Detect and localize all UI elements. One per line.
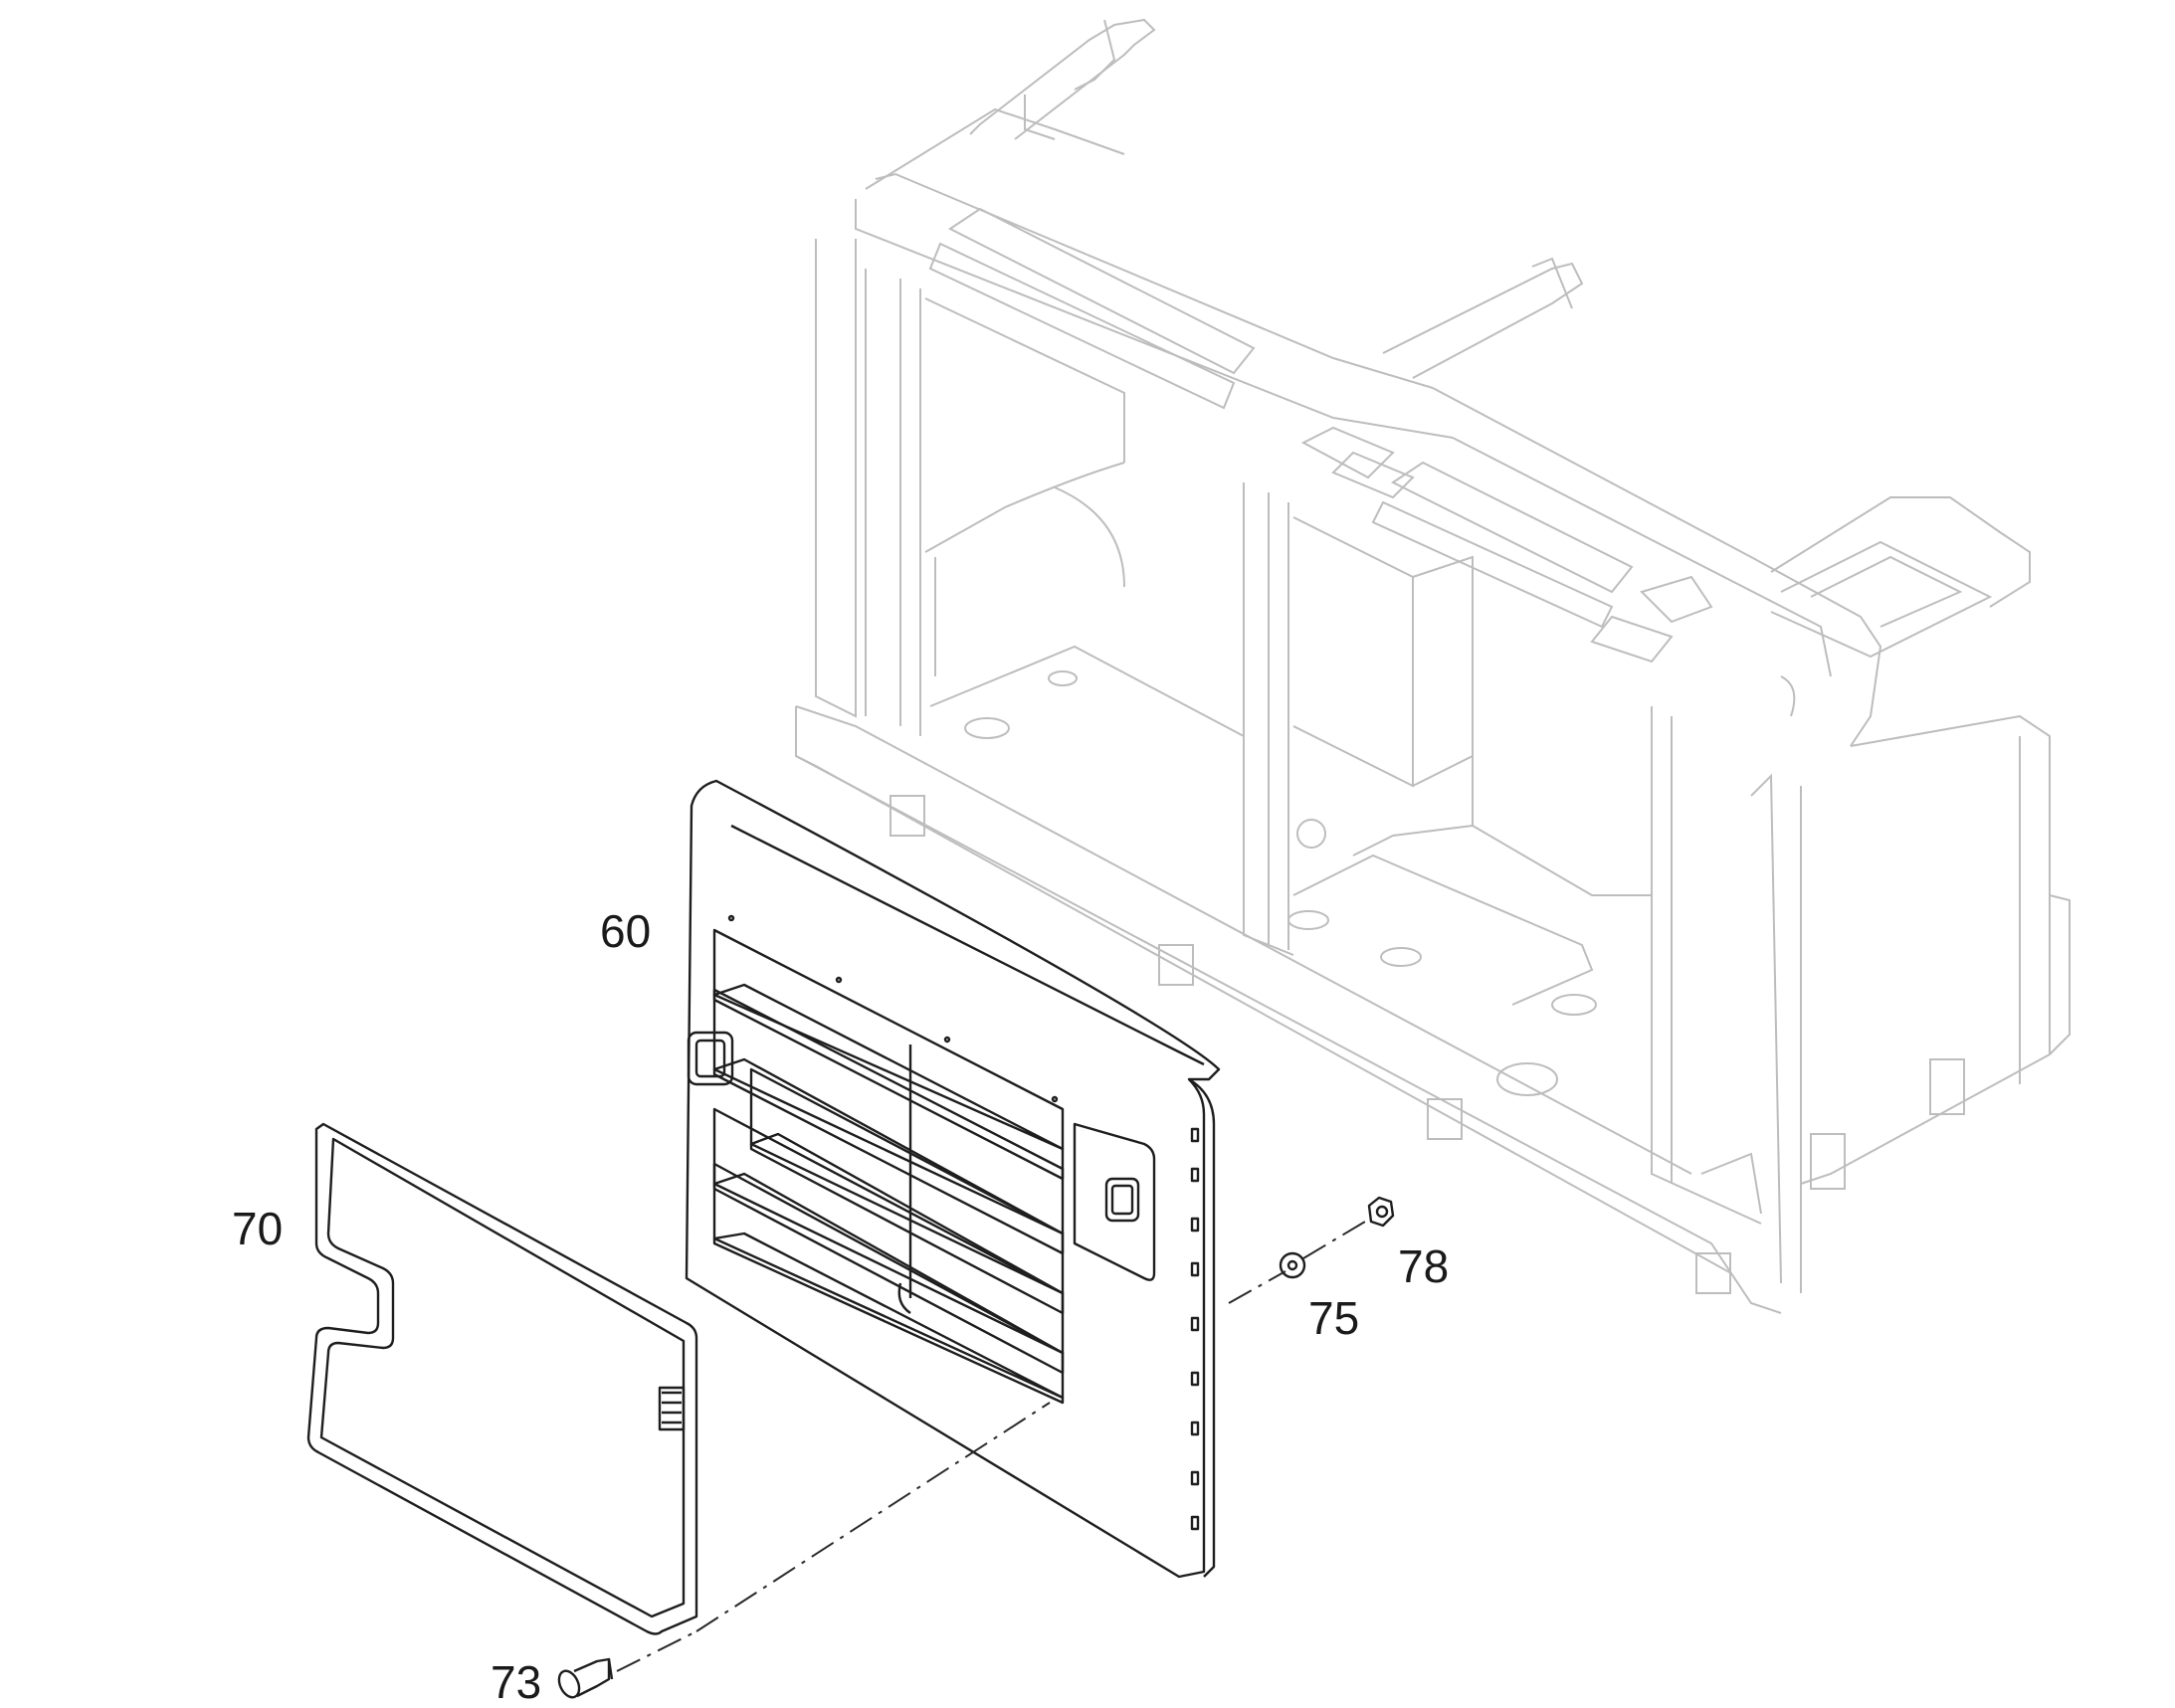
- callout-78: 78: [1398, 1240, 1450, 1292]
- callout-70: 70: [232, 1203, 284, 1254]
- part-70-filter-screen: [306, 1122, 698, 1635]
- part-60-front-panel: [685, 779, 1221, 1579]
- callout-73: 73: [491, 1656, 542, 1708]
- part-75-washer: [1279, 1251, 1306, 1279]
- part-78-nut: [1367, 1196, 1395, 1228]
- part-73-screw: [557, 1657, 614, 1699]
- callout-60: 60: [600, 905, 652, 957]
- assembly-lines: [616, 1221, 1366, 1672]
- machine-frame: [795, 18, 2071, 1314]
- callout-75: 75: [1308, 1292, 1360, 1344]
